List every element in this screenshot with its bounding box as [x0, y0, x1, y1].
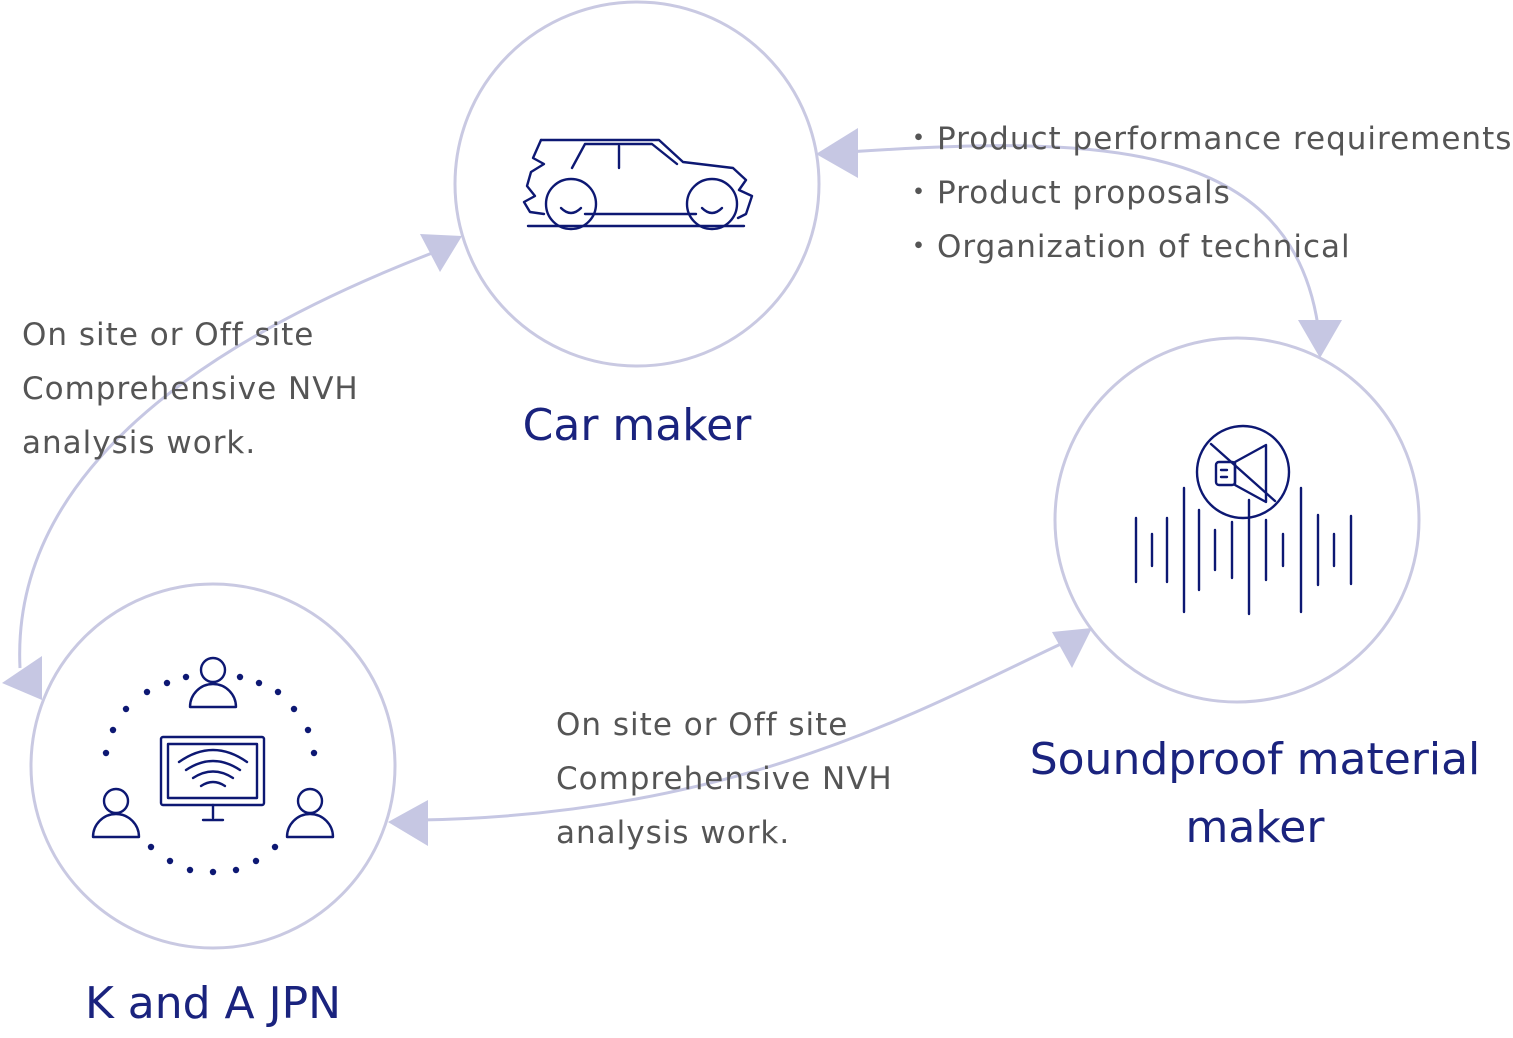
soundproof-maker-circle	[1053, 336, 1421, 704]
arrowhead-into-car-left	[420, 234, 462, 272]
bullet-item: Organization of technical	[903, 220, 1512, 274]
connector-kanda-car	[18, 248, 441, 669]
soundproof-maker-label-line2: maker	[1185, 802, 1325, 853]
arrowhead-into-kanda-top	[2, 656, 42, 700]
car-soundproof-bullets: Product performance requirements Product…	[903, 112, 1512, 274]
annotation-line: On site or Off site	[22, 317, 315, 353]
annotation-line: analysis work.	[22, 425, 257, 461]
kanda-label: K and A JPN	[84, 978, 342, 1029]
arrowhead-into-soundproof-top	[1298, 320, 1342, 358]
soundproof-maker-label: Soundproof material maker	[1015, 726, 1495, 862]
car-icon	[522, 138, 754, 231]
kanda-circle	[29, 582, 397, 950]
kanda-soundproof-annotation: On site or Off site Comprehensive NVH an…	[556, 698, 893, 860]
arrowhead-into-soundproof-left	[1052, 628, 1092, 668]
muted-speaker-soundwave-icon	[1134, 424, 1353, 616]
dotted-ring	[102, 673, 318, 876]
annotation-line: On site or Off site	[556, 707, 849, 743]
annotation-line: Comprehensive NVH	[22, 371, 359, 407]
car-maker-label: Car maker	[522, 400, 752, 451]
annotation-line: analysis work.	[556, 815, 791, 851]
connector-kanda-soundproof	[419, 641, 1064, 822]
team-monitor-icon	[91, 656, 335, 876]
car-maker-circle	[453, 0, 821, 368]
soundproof-maker-label-line1: Soundproof material	[1029, 734, 1481, 785]
kanda-car-annotation: On site or Off site Comprehensive NVH an…	[22, 308, 359, 470]
annotation-line: Comprehensive NVH	[556, 761, 893, 797]
arrowhead-into-car-right	[816, 128, 858, 178]
bullet-item: Product performance requirements	[903, 112, 1512, 166]
bullet-item: Product proposals	[903, 166, 1512, 220]
arrowhead-into-kanda-right	[388, 800, 428, 846]
